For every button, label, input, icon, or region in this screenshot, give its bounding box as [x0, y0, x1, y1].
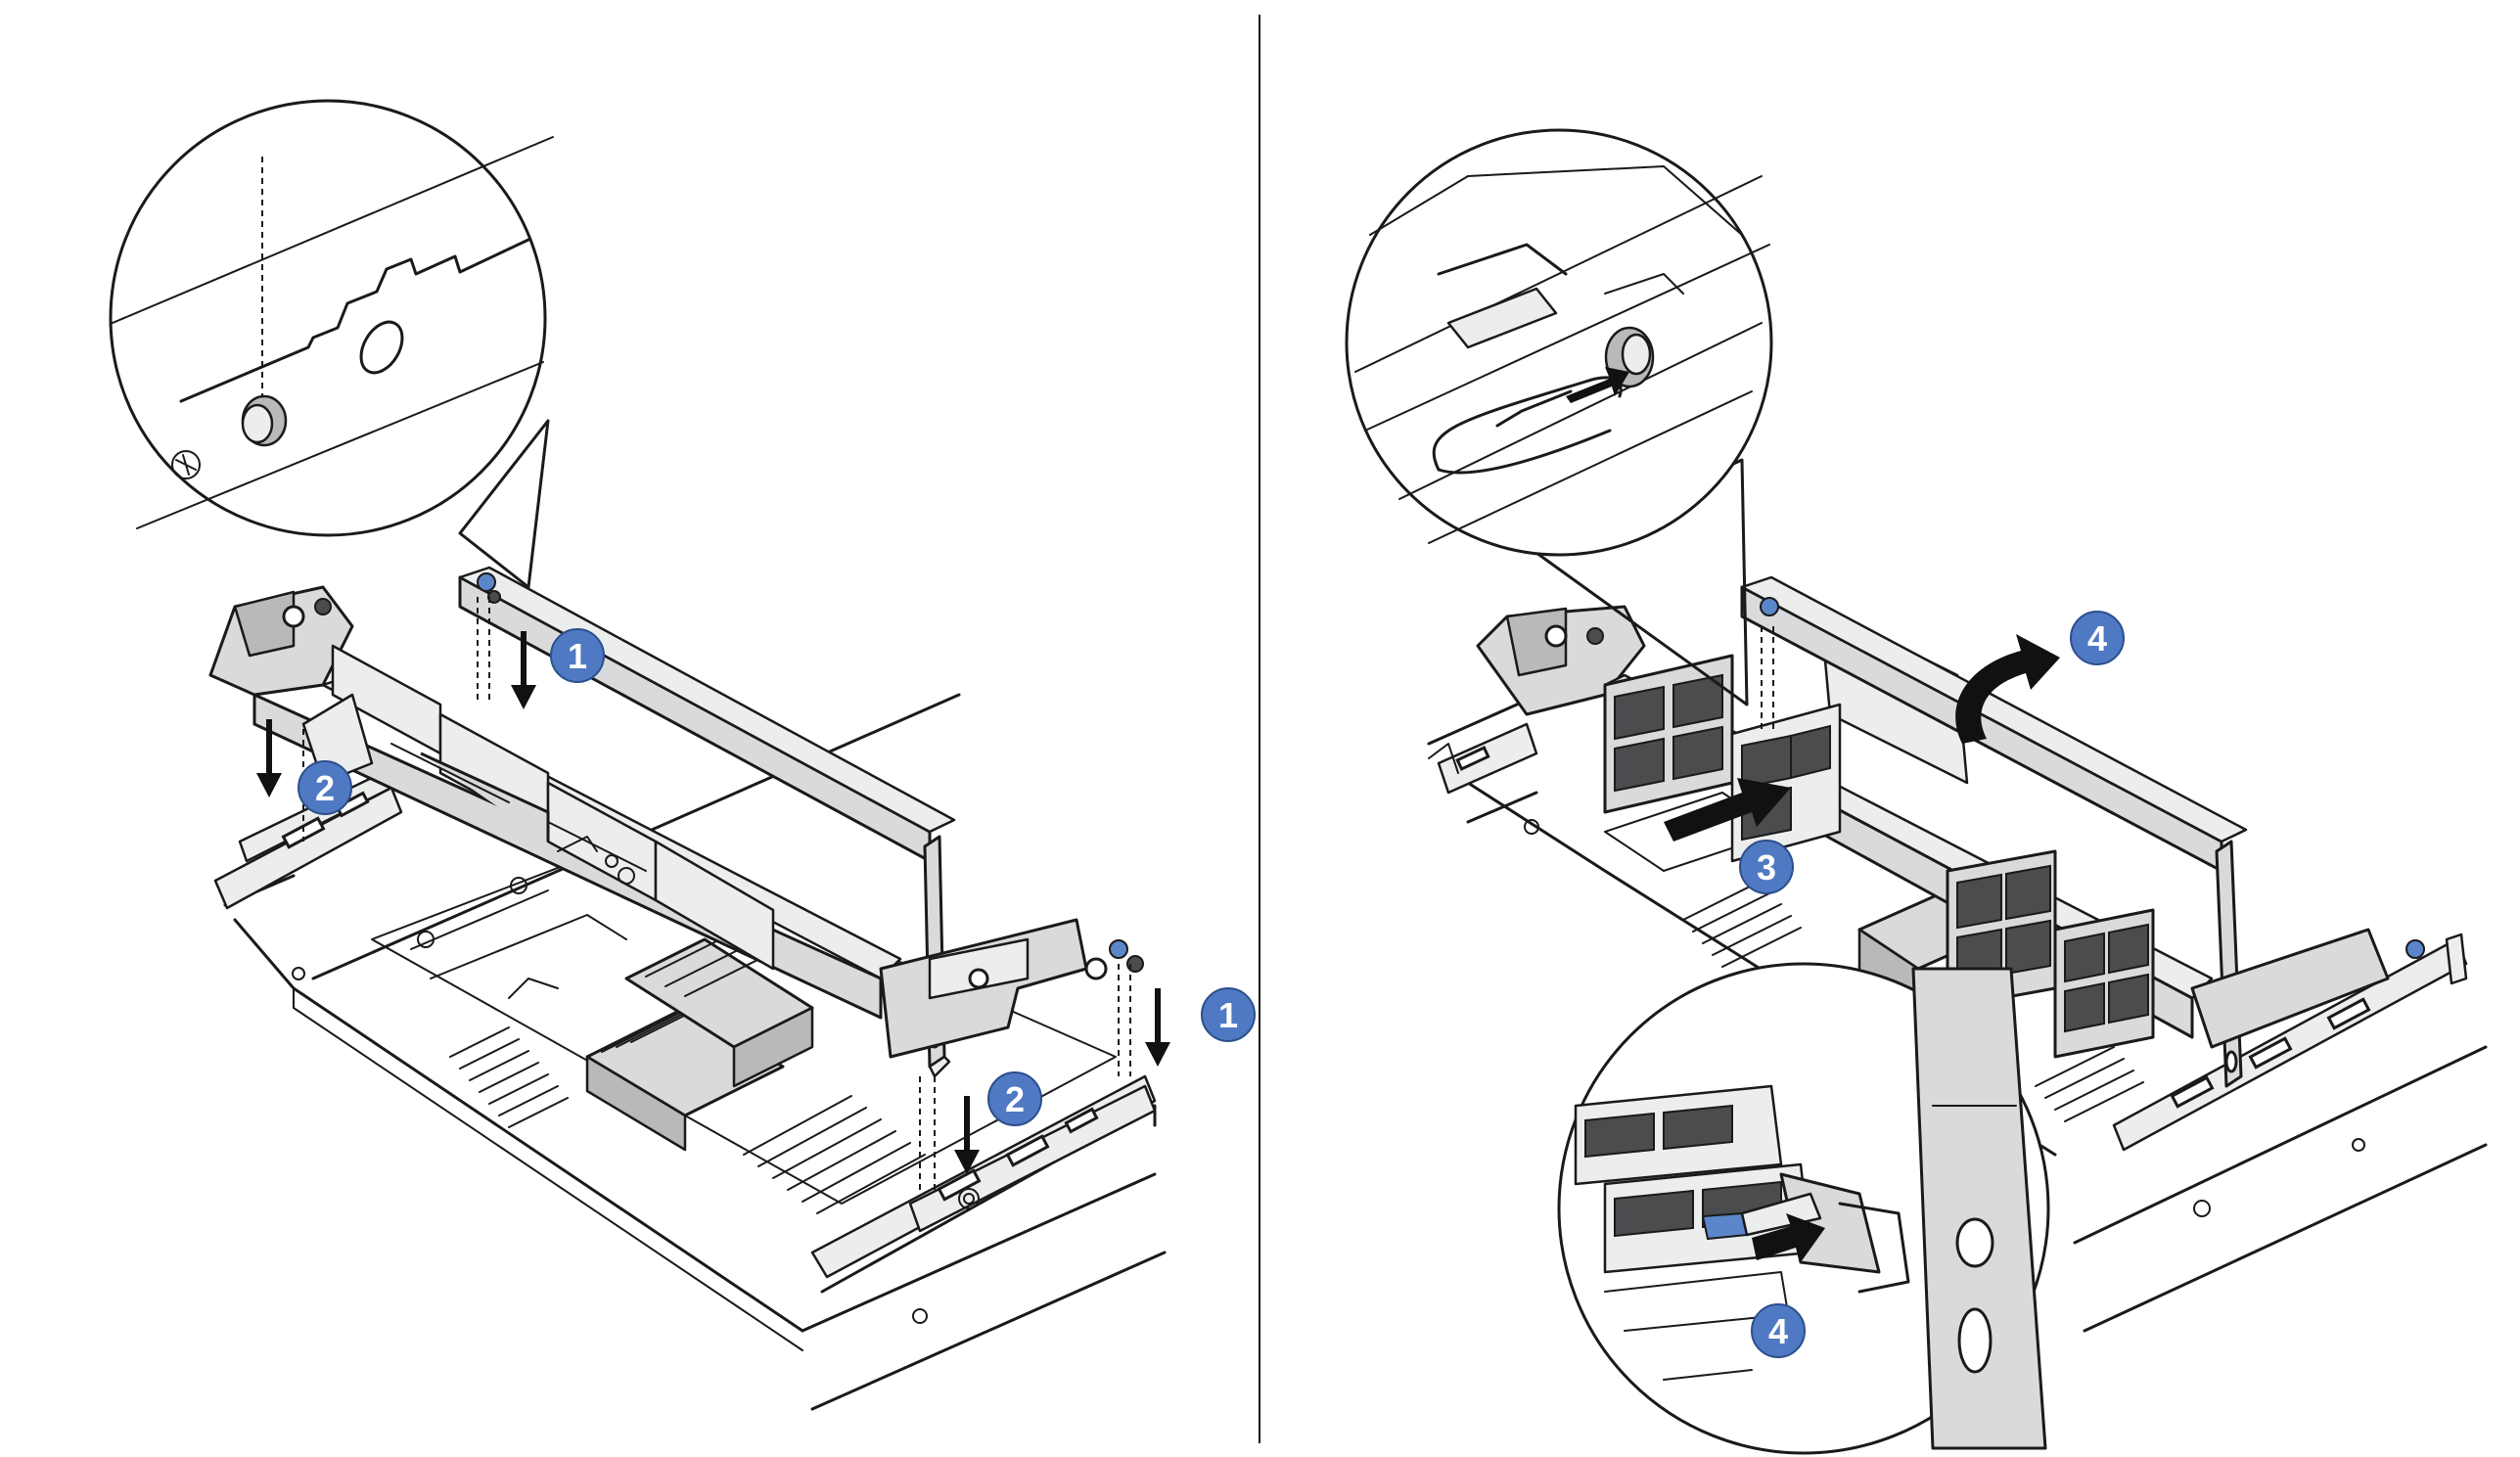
guide-pin-left [477, 572, 496, 592]
right-chassis [1427, 663, 2488, 1333]
rotate-arrow-icon [1955, 634, 2060, 744]
callout-label: 2 [1005, 1079, 1025, 1119]
dimm-slots-right [743, 1095, 926, 1214]
callout-label: 1 [1218, 995, 1238, 1035]
callout-label: 3 [1757, 847, 1776, 888]
left-magnifier [109, 99, 554, 589]
callout-label: 2 [315, 768, 335, 808]
callout-label: 4 [1768, 1311, 1788, 1351]
press-arrow-icon [1752, 1213, 1825, 1262]
slide-arrow-icon [1566, 367, 1629, 403]
system-board [371, 841, 1117, 1214]
callout-label: 4 [2087, 618, 2107, 659]
right-bottom-magnifier [1557, 962, 2050, 1455]
callout-step2-left: 2 [298, 760, 352, 815]
right-rail-bracket [908, 1084, 1157, 1233]
dimm-slots-left [449, 1026, 569, 1128]
left-panel: 1 2 1 2 [109, 99, 1256, 1411]
callout-step3: 3 [1739, 840, 1794, 894]
right-left-bracket [1428, 605, 1646, 795]
right-panel: 3 4 4 [1345, 128, 2488, 1455]
callout-label: 1 [568, 636, 587, 676]
left-arrows [256, 631, 1170, 1174]
alignment-lines-right [1761, 626, 1774, 729]
callout-step4-inset: 4 [1751, 1303, 1806, 1358]
push-arrow-icon [1664, 778, 1791, 842]
down-arrow-icon [511, 631, 536, 709]
down-arrow-icon [1145, 988, 1170, 1067]
release-tab [1701, 1211, 1749, 1241]
drive-backplane-right [1946, 849, 2155, 1059]
heat-sink-2 [624, 936, 814, 1088]
callout-step1-top: 1 [550, 628, 605, 683]
right-top-magnifier [1345, 128, 1773, 706]
callout-step2-bottom: 2 [987, 1071, 1042, 1126]
down-arrow-icon [256, 719, 282, 797]
callout-step1-right: 1 [1201, 987, 1256, 1042]
guide-pin-right [1109, 939, 1128, 959]
left-rail-bracket [213, 771, 403, 910]
callout-step4-top: 4 [2070, 611, 2125, 665]
drive-backplane-left [1603, 654, 1842, 863]
middle-drive-cage [208, 566, 1144, 1078]
down-arrow-icon [954, 1096, 980, 1174]
